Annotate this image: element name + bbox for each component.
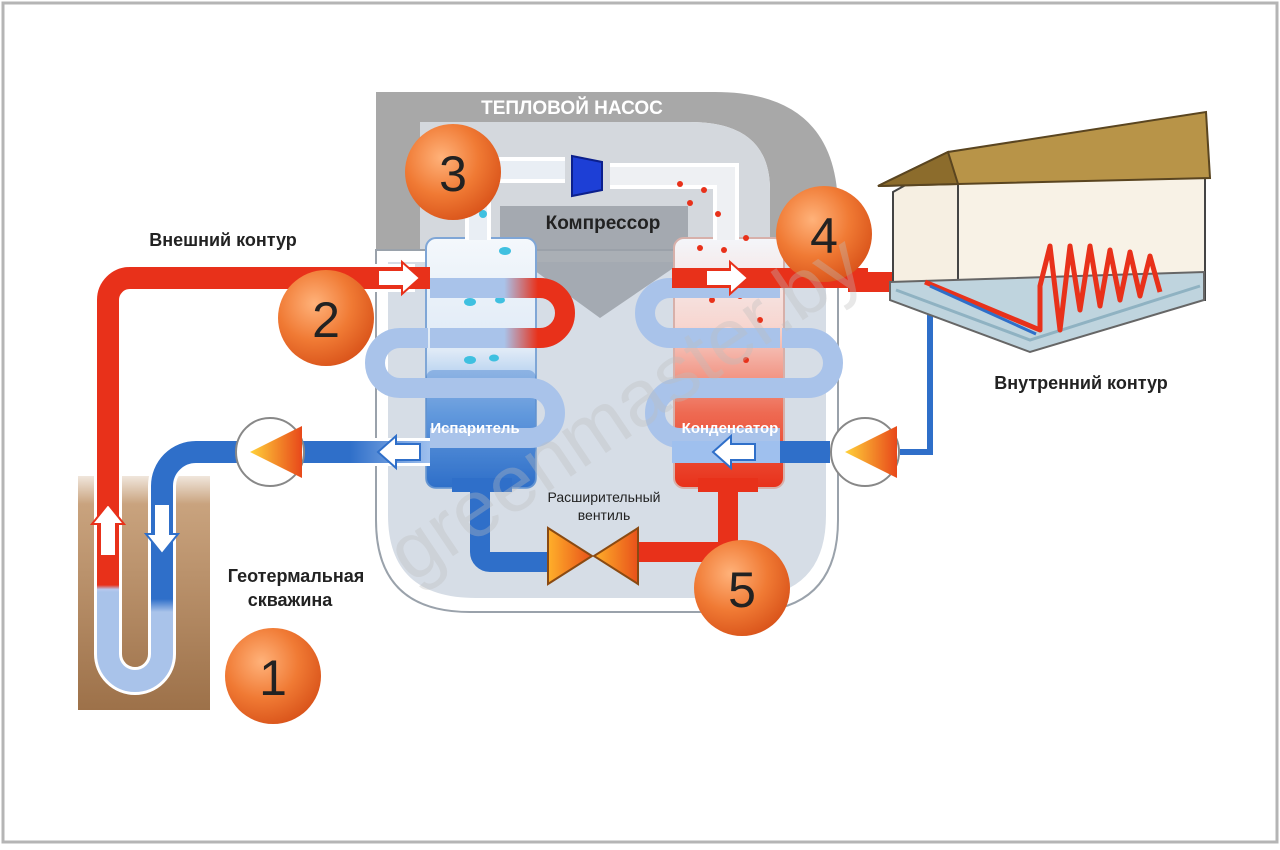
- arrow-left-icon: [711, 433, 756, 471]
- arrow-down-icon: [143, 503, 181, 556]
- house-icon: [877, 110, 1212, 354]
- arrow-right-icon: [705, 259, 750, 297]
- condenser-coil: [635, 278, 843, 448]
- condenser-label: Конденсатор: [682, 420, 779, 437]
- svg-text:1: 1: [259, 650, 287, 706]
- svg-text:3: 3: [439, 146, 467, 202]
- valve-icon: [547, 526, 639, 586]
- compressor-icon: [571, 154, 603, 198]
- outer-loop-return-pipe: [148, 438, 430, 612]
- arrow-left-icon: [376, 433, 421, 471]
- outer-loop-label: Внешний контур: [149, 230, 297, 250]
- evaporator-label: Испаритель: [430, 420, 519, 437]
- svg-text:4: 4: [810, 208, 838, 264]
- arrow-up-icon: [89, 502, 127, 557]
- well-label-line2: скважина: [248, 590, 334, 610]
- refrigerant-droplets: [464, 181, 763, 364]
- pump-icon: [830, 417, 900, 487]
- evaporator-coil: [365, 278, 575, 448]
- svg-text:5: 5: [728, 562, 756, 618]
- well-label-line1: Геотермальная: [228, 566, 364, 586]
- heat-pump-title: ТЕПЛОВОЙ НАСОС: [481, 97, 663, 119]
- inner-loop-label: Внутренний контур: [994, 373, 1167, 393]
- svg-text:2: 2: [312, 292, 340, 348]
- outer-loop-supply-pipe: [94, 264, 415, 695]
- step-marker-4: 4: [776, 186, 872, 282]
- step-marker-3: 3: [405, 124, 501, 220]
- step-marker-5: 5: [694, 540, 790, 636]
- compressor-label: Компрессор: [546, 213, 661, 234]
- step-marker-1: 1: [225, 628, 321, 724]
- valve-label-line1: Расширительный: [548, 489, 661, 505]
- arrow-right-icon: [377, 259, 422, 297]
- step-marker-2: 2: [278, 270, 374, 366]
- pump-icon: [235, 417, 305, 487]
- valve-label-line2: вентиль: [578, 507, 631, 523]
